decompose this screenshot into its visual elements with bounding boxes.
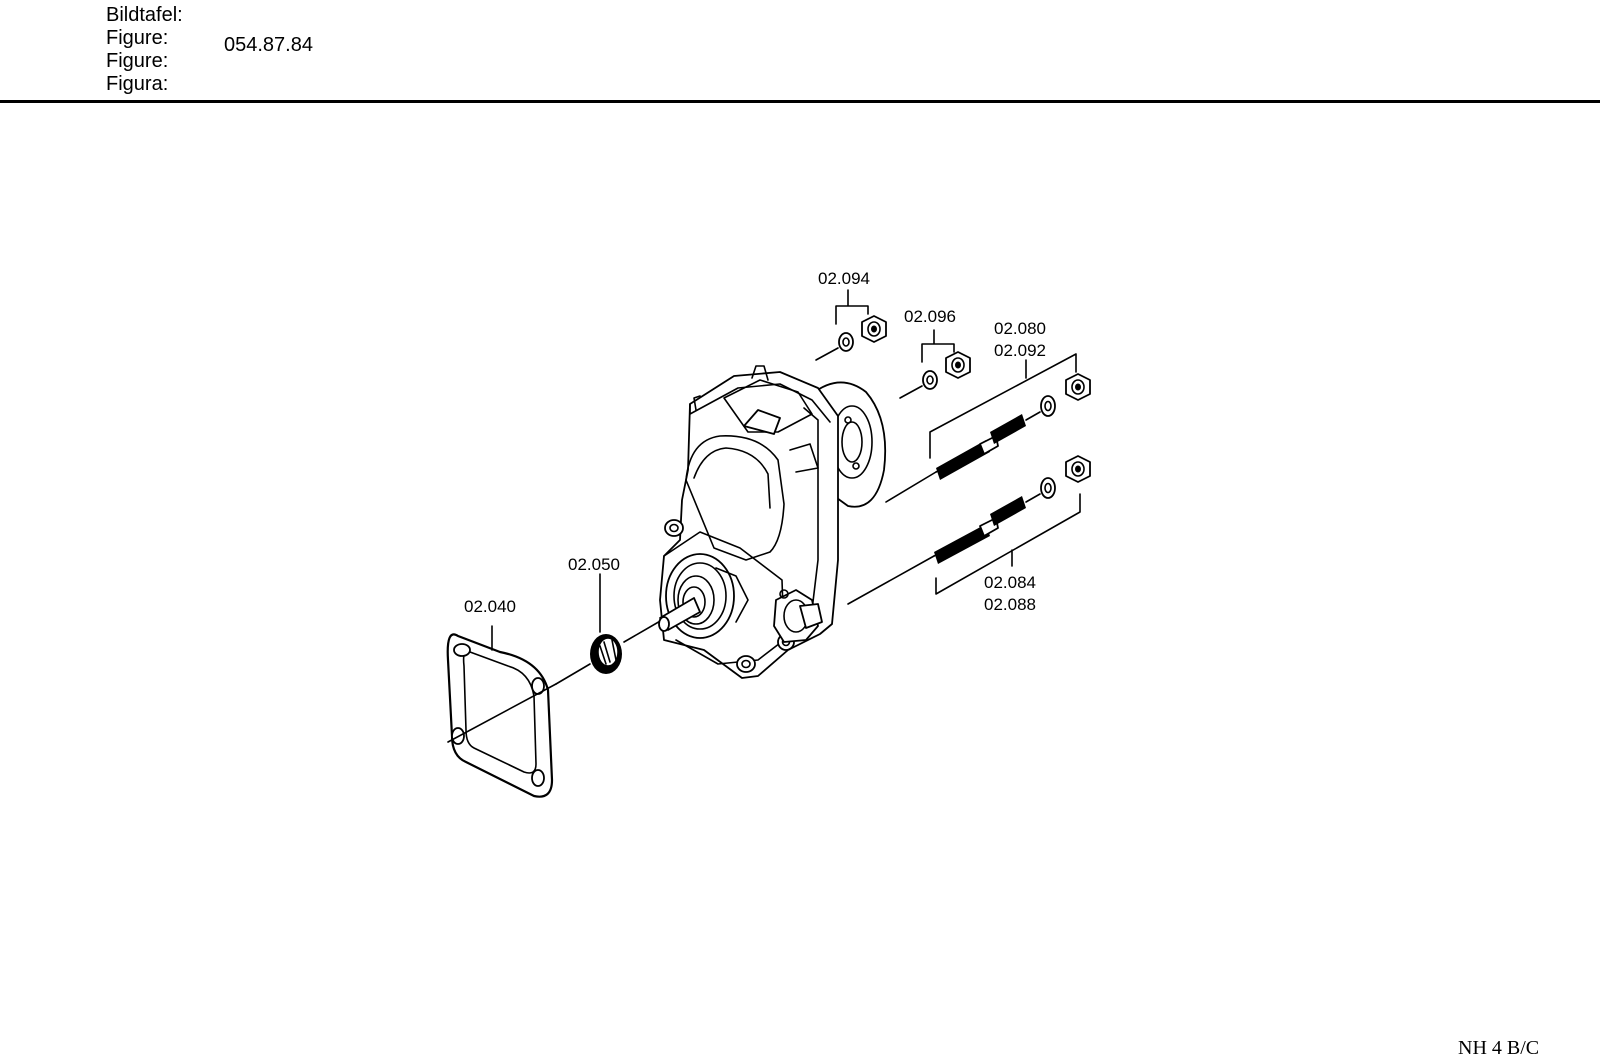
callout-02-050: 02.050 — [568, 555, 620, 574]
needle-bearing-02-050[interactable] — [555, 619, 663, 685]
label-bildtafel: Bildtafel: — [106, 4, 183, 26]
gasket-02-040[interactable] — [446, 633, 557, 798]
callout-02-092: 02.092 — [994, 341, 1046, 360]
callout-02-094: 02.094 — [818, 269, 870, 288]
gearbox-housing — [658, 365, 887, 679]
callout-02-088: 02.088 — [984, 595, 1036, 614]
washer-nut-02-094[interactable] — [815, 315, 887, 361]
header-divider — [0, 100, 1600, 103]
stud-washer-nut-02-084-02-088[interactable] — [847, 455, 1091, 605]
stud-washer-nut-02-080-02-092[interactable] — [885, 373, 1091, 503]
callout-02-096: 02.096 — [904, 307, 956, 326]
label-figure-en: Figure: — [106, 27, 169, 49]
label-figura: Figura: — [106, 73, 169, 95]
callout-02-040: 02.040 — [464, 597, 516, 616]
label-figure-fr: Figure: — [106, 50, 169, 72]
figure-header-labels: Bildtafel: Figure: Figure: Figura: — [106, 4, 183, 96]
leader-lines — [491, 289, 1081, 651]
figure-number: 054.87.84 — [224, 34, 313, 56]
washer-nut-02-096[interactable] — [899, 351, 971, 399]
callout-02-084: 02.084 — [984, 573, 1036, 592]
model-code: NH 4 B/C — [1458, 1037, 1540, 1059]
callout-02-080: 02.080 — [994, 319, 1046, 338]
